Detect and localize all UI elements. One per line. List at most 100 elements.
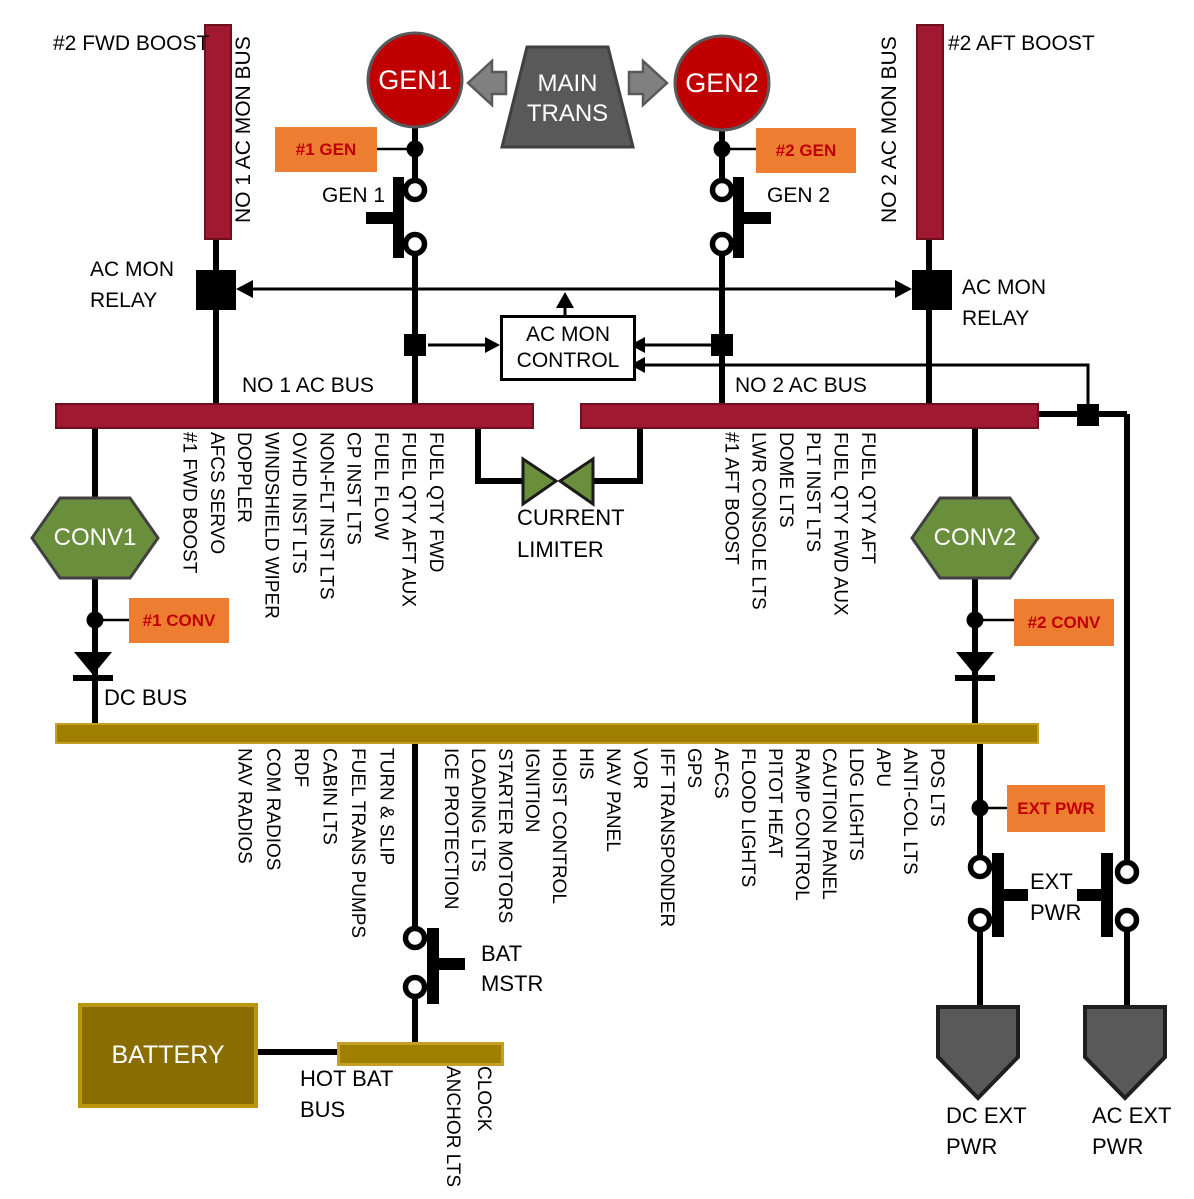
feeder-label: FUEL FLOW <box>370 432 392 541</box>
conv1-label: CONV1 <box>53 524 137 551</box>
current-limiter-symbol <box>521 456 595 507</box>
feeder-label: PLT INST LTS <box>802 432 824 553</box>
no1-ac-bus-bar <box>55 403 534 429</box>
feeder-label: ICE PROTECTION <box>440 748 461 910</box>
ext-pwr-connector-icons <box>936 1005 1167 1101</box>
no1-ac-mon-bus-bar <box>204 24 232 240</box>
feeder-label: FUEL QTY AFT <box>856 432 878 564</box>
feeder-label: #1 FWD BOOST <box>178 432 200 574</box>
conv2-breaker-box: #2 CONV <box>1014 599 1114 646</box>
feeder-label: FLOOD LIGHTS <box>737 748 758 888</box>
feeder-label: DOPPLER <box>233 432 255 523</box>
relay-right-label-2: RELAY <box>962 307 1030 330</box>
feeder-label: TURN & SLIP <box>375 748 397 866</box>
feeder-label: ANTI-COL LTS <box>899 748 920 875</box>
feeder-label: WINDSHIELD WIPER <box>260 432 282 619</box>
no2-ac-mon-bus-label: NO 2 AC MON BUS <box>878 36 901 224</box>
feeder-label: LOADING LTS <box>467 748 488 873</box>
relay-left-label-1: AC MON <box>90 258 174 281</box>
main-trans-label: MAIN TRANS <box>526 70 609 127</box>
no1-ac-mon-bus-label: NO 1 AC MON BUS <box>232 36 255 224</box>
feeder-label: AFCS SERVO <box>205 432 227 555</box>
dc-bus-label: DC BUS <box>104 685 188 710</box>
bat-mstr-label-2: MSTR <box>481 971 544 996</box>
dc-bus-feeders-right: ICE PROTECTION LOADING LTS STARTER MOTORS I… <box>434 748 947 927</box>
gen1-switch-label: GEN 1 <box>322 184 386 207</box>
feeder-label: HIS <box>575 748 596 780</box>
feeder-label: POS LTS <box>926 748 947 827</box>
feeder-label: GPS <box>683 748 704 789</box>
control-lines <box>252 287 1090 407</box>
dc-bus-bar <box>55 723 1039 744</box>
conv2-label: CONV2 <box>933 524 1017 551</box>
fwd-boost-label: #2 FWD BOOST <box>53 32 210 55</box>
feeder-label: ANCHOR LTS <box>442 1066 463 1188</box>
ext-pwr-breaker-box: EXT PWR <box>1007 785 1105 832</box>
feeder-label: VOR <box>629 748 650 790</box>
ext-pwr-switch-label-1: EXT <box>1030 869 1073 894</box>
power-wires <box>92 127 1130 1055</box>
hot-bat-bus-label-1: HOT BAT <box>300 1066 394 1091</box>
diode-symbols <box>73 652 995 681</box>
feeder-label: CP INST LTS <box>342 432 364 545</box>
feeder-label: OVHD INST LTS <box>287 432 309 574</box>
feeder-label: #1 AFT BOOST <box>720 432 742 565</box>
feeder-label: CLOCK <box>473 1066 494 1132</box>
feeder-label: FUEL QTY FWD AUX <box>829 432 851 616</box>
aft-boost-label: #2 AFT BOOST <box>948 32 1095 55</box>
feeder-label: IGNITION <box>521 748 542 833</box>
current-limiter-label-2: LIMITER <box>517 537 604 562</box>
gen1-label: GEN1 <box>378 64 452 95</box>
feeder-label: AFCS <box>710 748 731 799</box>
dc-ext-pwr-label-2: PWR <box>946 1134 998 1159</box>
feeder-label: APU <box>872 748 893 788</box>
no2-ac-bus-label: NO 2 AC BUS <box>735 374 867 397</box>
ext-pwr-switch-label-2: PWR <box>1030 900 1082 925</box>
gen2-switch-label: GEN 2 <box>767 184 831 207</box>
ac-mon-relay-left <box>196 270 236 310</box>
feeder-label: RDF <box>290 748 312 788</box>
feeder-label: NAV PANEL <box>602 748 623 852</box>
feeder-label: COM RADIOS <box>261 748 283 871</box>
conv1-breaker-box: #1 CONV <box>129 598 229 643</box>
junction-dots <box>86 140 989 817</box>
no1-ac-bus-label: NO 1 AC BUS <box>242 374 374 397</box>
relay-right-label-1: AC MON <box>962 276 1046 299</box>
feeder-label: FUEL TRANS PUMPS <box>346 748 368 939</box>
current-limiter-label-1: CURRENT <box>517 505 625 530</box>
feeder-label: LWR CONSOLE LTS <box>747 432 769 610</box>
drive-arrow-icons <box>466 58 669 108</box>
battery-box: BATTERY <box>78 1003 258 1108</box>
gen2-breaker-box: #2 GEN <box>756 128 856 173</box>
contactor-switches <box>366 177 1140 1004</box>
feeder-label: STARTER MOTORS <box>494 748 515 924</box>
ac-mon-relay-right <box>912 270 952 310</box>
feeder-label: CABIN LTS <box>318 748 340 845</box>
arrowheads <box>236 280 1099 426</box>
ac-ext-pwr-label-1: AC EXT <box>1092 1103 1172 1128</box>
gen1-breaker-box: #1 GEN <box>275 127 377 172</box>
no2-ac-bus-bar <box>580 403 1039 429</box>
feeder-label: IFF TRANSPONDER <box>656 748 677 928</box>
dc-ext-pwr-label-1: DC EXT <box>946 1103 1027 1128</box>
no2-ac-mon-bus-bar <box>916 24 944 240</box>
converter-symbols <box>30 496 1040 580</box>
ac-mon-control-box: AC MON CONTROL <box>500 315 636 381</box>
feeder-label: FUEL QTY FWD <box>424 432 446 573</box>
hot-bat-bus-feeders: ANCHOR LTS CLOCK <box>432 1066 494 1187</box>
gen2-label: GEN2 <box>685 67 759 98</box>
hot-bat-bus-bar <box>337 1042 504 1066</box>
feeder-label: HOIST CONTROL <box>548 748 569 904</box>
feeder-label: RAMP CONTROL <box>791 748 812 901</box>
main-trans-symbol <box>500 45 635 149</box>
feeder-label: CAUTION PANEL <box>818 748 839 900</box>
bat-mstr-label-1: BAT <box>481 941 523 966</box>
hot-bat-bus-label-2: BUS <box>300 1097 346 1122</box>
feeder-label: NON-FLT INST LTS <box>315 432 337 600</box>
feeder-label: FUEL QTY AFT AUX <box>397 432 419 607</box>
